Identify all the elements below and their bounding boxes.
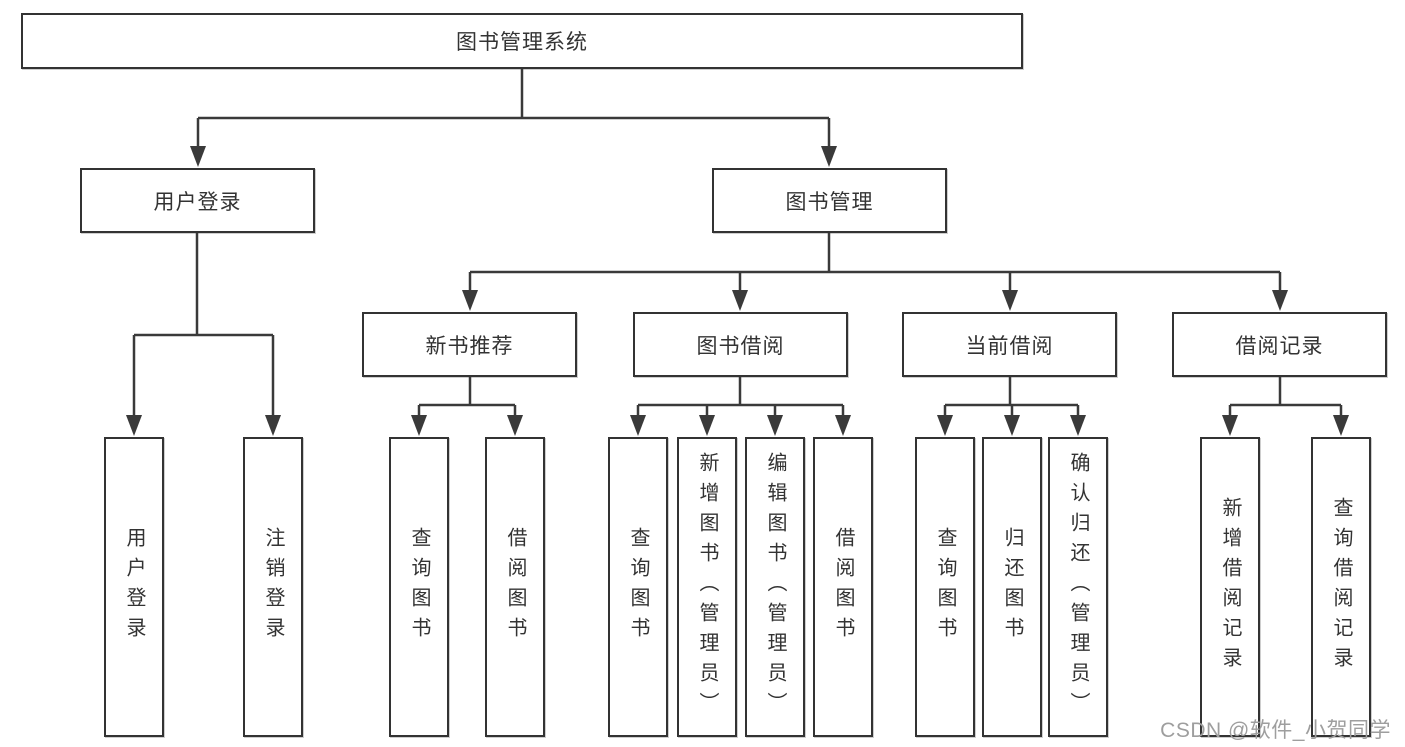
leaf-query-books-borrowing-label: 查询图书 [627,527,649,647]
leaf-add-borrow-record-label: 新增借阅记录 [1219,497,1241,677]
leaf-query-books-recommendation: 查询图书 [389,437,449,737]
leaf-logout-label: 注销登录 [262,527,284,647]
leaf-query-books-current: 查询图书 [915,437,975,737]
leaf-query-books-recommendation-label: 查询图书 [408,527,430,647]
leaf-confirm-return-admin-label: 确认归还（管理员） [1067,452,1089,722]
node-book-borrowing-label: 图书借阅 [696,334,785,358]
leaf-borrow-books-recommendation-label: 借阅图书 [504,527,526,647]
node-new-book-recommendation-label: 新书推荐 [425,334,514,358]
leaf-user-login: 用户登录 [104,437,164,737]
node-root-system: 图书管理系统 [21,13,1023,69]
leaf-edit-books-admin: 编辑图书（管理员） [745,437,805,737]
leaf-borrow-books: 借阅图书 [813,437,873,737]
leaf-user-login-label: 用户登录 [123,527,145,647]
leaf-query-books-borrowing: 查询图书 [608,437,668,737]
leaf-return-books-label: 归还图书 [1001,527,1023,647]
leaf-add-books-admin-label: 新增图书（管理员） [696,452,718,722]
leaf-confirm-return-admin: 确认归还（管理员） [1048,437,1108,737]
node-root-label: 图书管理系统 [456,31,588,54]
node-new-book-recommendation: 新书推荐 [362,312,577,377]
node-current-borrowing: 当前借阅 [902,312,1117,377]
leaf-edit-books-admin-label: 编辑图书（管理员） [764,452,786,722]
node-book-management-label: 图书管理 [785,190,874,214]
leaf-logout: 注销登录 [243,437,303,737]
node-current-borrowing-label: 当前借阅 [965,334,1054,358]
node-borrowing-records-label: 借阅记录 [1235,334,1324,358]
leaf-borrow-books-label: 借阅图书 [832,527,854,647]
node-user-login: 用户登录 [80,168,315,233]
leaf-add-books-admin: 新增图书（管理员） [677,437,737,737]
leaf-query-borrow-record-label: 查询借阅记录 [1330,497,1352,677]
node-borrowing-records: 借阅记录 [1172,312,1387,377]
leaf-return-books: 归还图书 [982,437,1042,737]
csdn-watermark: CSDN @软件_小贺同学 [1160,719,1391,742]
leaf-add-borrow-record: 新增借阅记录 [1200,437,1260,737]
leaf-query-books-current-label: 查询图书 [934,527,956,647]
leaf-borrow-books-recommendation: 借阅图书 [485,437,545,737]
node-user-login-label: 用户登录 [153,190,242,214]
leaf-query-borrow-record: 查询借阅记录 [1311,437,1371,737]
node-book-borrowing: 图书借阅 [633,312,848,377]
node-book-management: 图书管理 [712,168,947,233]
